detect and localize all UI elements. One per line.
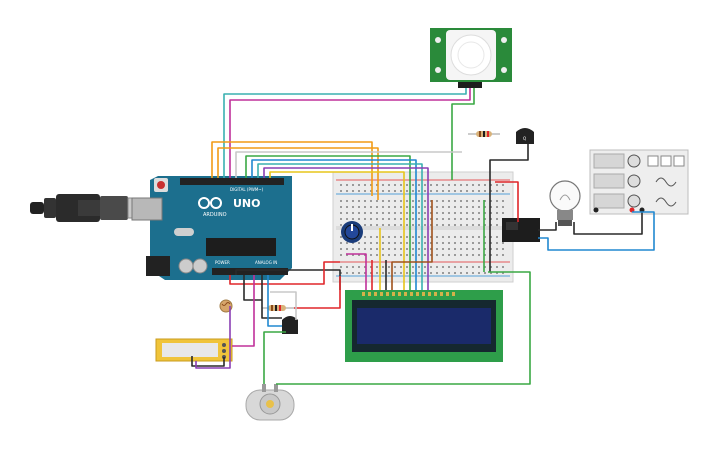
- wire-black-bulb: [538, 222, 557, 231]
- offset-knob[interactable]: [627, 194, 641, 208]
- wires: [191, 88, 655, 385]
- frequency-knob[interactable]: [627, 174, 641, 188]
- wire-teal-1: [257, 163, 423, 290]
- pir-dome: [450, 34, 492, 76]
- wire-orange-2: [217, 147, 379, 200]
- analog-header-label: ANALOG IN: [255, 260, 277, 265]
- svg-text:Q: Q: [523, 136, 526, 141]
- relay-module[interactable]: [502, 218, 540, 242]
- arduino-logo: [198, 197, 222, 209]
- wire-purple-1: [263, 167, 429, 290]
- wire-pir-green: [451, 88, 475, 180]
- wire-green-motor-1: [263, 331, 286, 384]
- power-jack: [146, 256, 170, 276]
- power-header-label: POWER: [215, 260, 230, 265]
- wire-gray-temp: [270, 291, 297, 320]
- wire-green-1: [245, 155, 411, 290]
- resistor-ldr: [262, 305, 294, 311]
- wire-red-rail: [495, 181, 519, 222]
- wire-pir-magenta: [229, 88, 471, 178]
- wire-blue-temp: [267, 275, 282, 327]
- wire-blue-gen: [538, 211, 655, 251]
- wire-brown-1: [391, 200, 433, 290]
- atmega-chip: [206, 238, 276, 256]
- dc-motor[interactable]: [245, 384, 295, 421]
- wire-red-ldr: [294, 276, 341, 309]
- wire-gray: [235, 151, 462, 178]
- wire-blue-1: [251, 159, 417, 290]
- wire-magenta-2: [346, 253, 367, 290]
- temperature-sensor[interactable]: [282, 316, 298, 334]
- breadboard-holes: [340, 184, 504, 274]
- digital-header-label: DIGITAL (PWM~): [230, 187, 264, 192]
- breadboard[interactable]: [332, 171, 514, 283]
- arduino-uno-board[interactable]: ARDUINO UNO DIGITAL (PWM~) POWER ANALOG …: [131, 176, 292, 280]
- wire-pir-teal: [223, 88, 467, 178]
- wire-black-gas-2: [191, 356, 225, 367]
- photoresistor[interactable]: [219, 299, 233, 313]
- lcd-pins: [362, 292, 455, 296]
- wire-purple-gas: [195, 306, 231, 369]
- wire-magenta-gas: [232, 275, 255, 347]
- wire-black-gen: [573, 212, 643, 235]
- function-generator[interactable]: [589, 149, 689, 215]
- gas-sensor-module[interactable]: [155, 338, 233, 362]
- light-bulb[interactable]: [549, 180, 581, 226]
- potentiometer[interactable]: [341, 221, 363, 243]
- arduino-model-text: UNO: [233, 197, 261, 210]
- wire-yellow-1: [269, 171, 405, 290]
- arduino-brand-text: ARDUINO: [203, 212, 227, 218]
- resistor-top: [468, 131, 500, 137]
- transistor[interactable]: Q: [516, 128, 534, 144]
- wire-red-5v: [229, 261, 340, 285]
- amplitude-knob[interactable]: [627, 154, 641, 168]
- wire-black-gas: [261, 275, 282, 319]
- lcd-16x2[interactable]: [345, 290, 503, 362]
- wire-green-motor-2: [276, 271, 531, 385]
- wire-orange-1: [211, 141, 373, 196]
- wire-black-tr: [489, 144, 529, 272]
- wire-black-ldr: [243, 275, 262, 301]
- pir-motion-sensor[interactable]: [430, 28, 512, 88]
